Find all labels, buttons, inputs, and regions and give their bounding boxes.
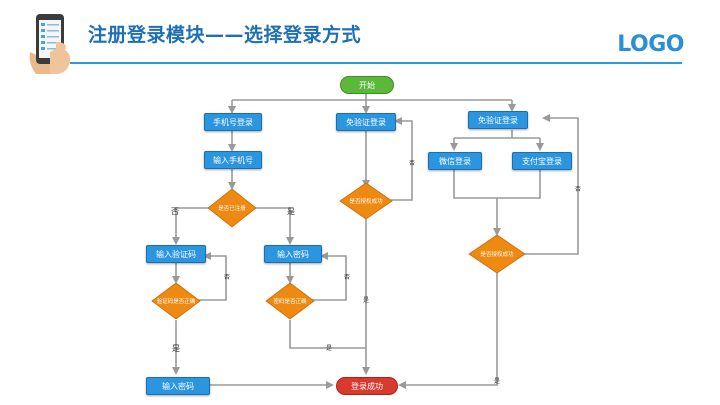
noverify-login-1-node: 免验证登录 (336, 113, 396, 131)
is-registered-label: 是否已注册 (218, 206, 246, 212)
password-correct-label: 密码是否正确 (273, 299, 307, 305)
diamond-password-correct (265, 282, 315, 320)
logo: LOGO (617, 32, 684, 57)
edge-label-yes-registered: 是 (287, 207, 295, 216)
auth-success-1-label: 是否授权成功 (349, 199, 383, 205)
edge-label-no-auth-1: 否 (409, 160, 416, 167)
edge-label-no-code: 否 (224, 274, 231, 281)
input-password-b-node: 输入密码 (146, 377, 210, 395)
input-code-node: 输入验证码 (146, 245, 206, 263)
diamond-is-registered (207, 188, 257, 228)
code-correct-label: 验证码是否正确 (156, 299, 196, 305)
edge-label-yes-password: 是 (326, 345, 333, 352)
header-divider (70, 62, 682, 64)
header: 注册登录模块——选择登录方式 LOGO (0, 0, 720, 74)
input-phone-node: 输入手机号 (204, 151, 262, 169)
edge-label-yes-code: 是 (172, 344, 180, 353)
edge-label-yes-auth-2: 是 (494, 378, 501, 385)
diamond-auth-2 (468, 234, 526, 274)
wechat-login-node: 微信登录 (428, 152, 482, 170)
alipay-login-node: 支付宝登录 (512, 152, 572, 170)
diamond-code-correct (151, 282, 201, 320)
login-success-node: 登录成功 (336, 377, 398, 395)
edge-label-no-password: 否 (344, 274, 351, 281)
edge-label-yes-auth-1: 是 (363, 297, 370, 304)
phone-hand-icon (28, 12, 74, 76)
page-title: 注册登录模块——选择登录方式 (88, 24, 362, 46)
phone-login-node: 手机号登录 (204, 113, 262, 131)
auth-success-2-label: 是否授权成功 (480, 252, 514, 258)
diamond-auth-1 (339, 182, 393, 220)
edge-label-no-auth-2: 否 (575, 186, 582, 193)
start-node: 开始 (340, 76, 394, 94)
noverify-login-2-node: 免验证登录 (468, 111, 528, 129)
input-password-a-node: 输入密码 (264, 245, 322, 263)
edge-label-no-registered: 否 (171, 207, 179, 216)
